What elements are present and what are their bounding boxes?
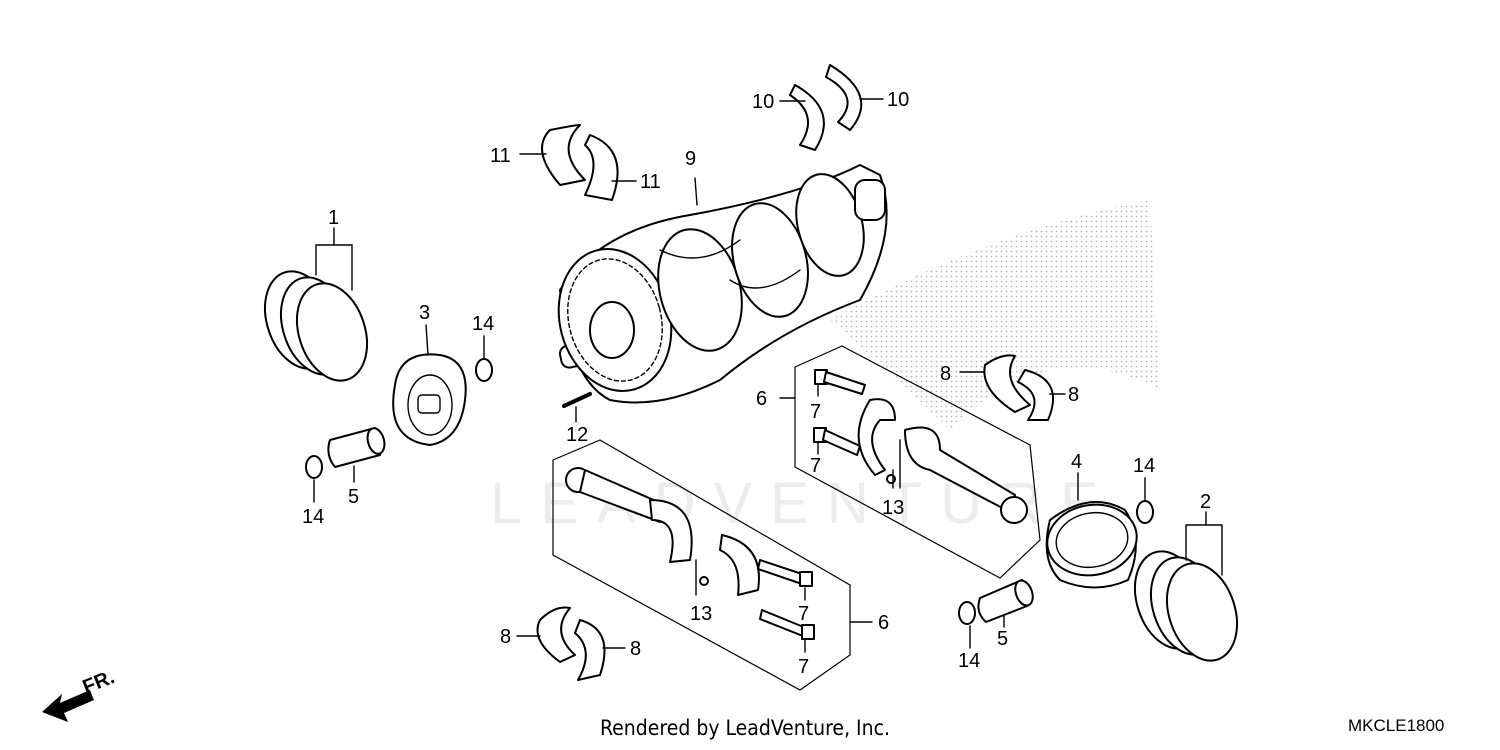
- callout-7-lower-lower: 7: [798, 656, 809, 678]
- conrod-cap-lower[interactable]: [719, 534, 760, 596]
- piston-3[interactable]: [392, 353, 467, 446]
- background-wing-pattern: [830, 200, 1160, 430]
- callout-7-upper-lower: 7: [810, 455, 821, 477]
- callout-10-left: 10: [752, 91, 774, 113]
- callout-8-upper-left: 8: [940, 363, 951, 385]
- conrod-bearing-upper-left[interactable]: [983, 354, 1031, 413]
- circlip-14-lower-right[interactable]: [958, 601, 976, 625]
- conrod-assembly-box-upper: [794, 345, 1041, 579]
- conrod-bolt-7c[interactable]: [814, 369, 866, 395]
- callout-5-left: 5: [348, 486, 359, 508]
- callout-1: 1: [328, 207, 339, 229]
- callout-7-upper-upper: 7: [810, 401, 821, 423]
- callout-14-lower-left: 14: [302, 506, 324, 528]
- thrust-washer-right[interactable]: [825, 64, 863, 131]
- thrust-washer-left[interactable]: [789, 84, 825, 151]
- circlip-14-lower-left[interactable]: [305, 455, 323, 479]
- callout-14-upper-right: 14: [1133, 455, 1155, 477]
- piston-ring-set-2[interactable]: [1123, 542, 1249, 670]
- callout-8-upper-right: 8: [1068, 384, 1079, 406]
- callout-6-upper: 6: [756, 388, 767, 410]
- main-bearing-lower[interactable]: [584, 134, 619, 201]
- connecting-rod-lower[interactable]: [565, 467, 693, 563]
- piston-pin-left[interactable]: [327, 426, 387, 468]
- bolt-cap-upper[interactable]: [886, 474, 896, 484]
- conrod-bearing-upper-right[interactable]: [1017, 369, 1054, 421]
- conrod-bolt-7d[interactable]: [813, 427, 861, 456]
- conrod-bearing-lower-left[interactable]: [536, 606, 576, 663]
- main-bearing-upper[interactable]: [541, 124, 586, 186]
- direction-label: FR.: [80, 666, 118, 698]
- conrod-bearing-lower-right[interactable]: [574, 619, 606, 681]
- callout-14-lower-right: 14: [958, 650, 980, 672]
- callout-4: 4: [1071, 451, 1082, 473]
- woodruff-key[interactable]: [562, 392, 592, 408]
- connecting-rod-upper[interactable]: [904, 426, 1028, 524]
- conrod-bolt-7a[interactable]: [757, 559, 813, 587]
- callout-7-lower-upper: 7: [798, 603, 809, 625]
- credit-text: Rendered by LeadVenture, Inc.: [600, 716, 890, 740]
- callout-3: 3: [419, 302, 430, 324]
- callout-8-lower-left: 8: [500, 626, 511, 648]
- conrod-cap-upper[interactable]: [857, 398, 896, 476]
- callout-12: 12: [566, 424, 588, 446]
- callout-6-lower: 6: [878, 612, 889, 634]
- callout-2: 2: [1200, 491, 1211, 513]
- crankshaft[interactable]: [543, 164, 888, 404]
- bolt-cap-lower[interactable]: [699, 576, 709, 586]
- conrod-assembly-box-lower: [552, 439, 851, 691]
- callout-9: 9: [685, 148, 696, 170]
- piston-4[interactable]: [1042, 498, 1143, 589]
- piston-ring-set-1[interactable]: [253, 262, 379, 390]
- callout-13-upper: 13: [882, 497, 904, 519]
- front-direction-arrow-icon: [42, 690, 94, 722]
- callout-11-right: 11: [640, 171, 661, 193]
- diagram-code: MKCLE1800: [1348, 716, 1445, 735]
- callout-14-upper-left: 14: [472, 313, 494, 335]
- callout-5-right: 5: [997, 628, 1008, 650]
- piston-pin-right[interactable]: [977, 578, 1036, 623]
- callout-11-left: 11: [490, 145, 511, 167]
- callout-8-lower-right: 8: [630, 638, 641, 660]
- callout-13-lower: 13: [690, 603, 712, 625]
- circlip-14-upper-right[interactable]: [1136, 500, 1154, 524]
- circlip-14-upper-left[interactable]: [475, 358, 493, 382]
- conrod-bolt-7b[interactable]: [759, 609, 815, 640]
- callout-10-right: 10: [887, 89, 909, 111]
